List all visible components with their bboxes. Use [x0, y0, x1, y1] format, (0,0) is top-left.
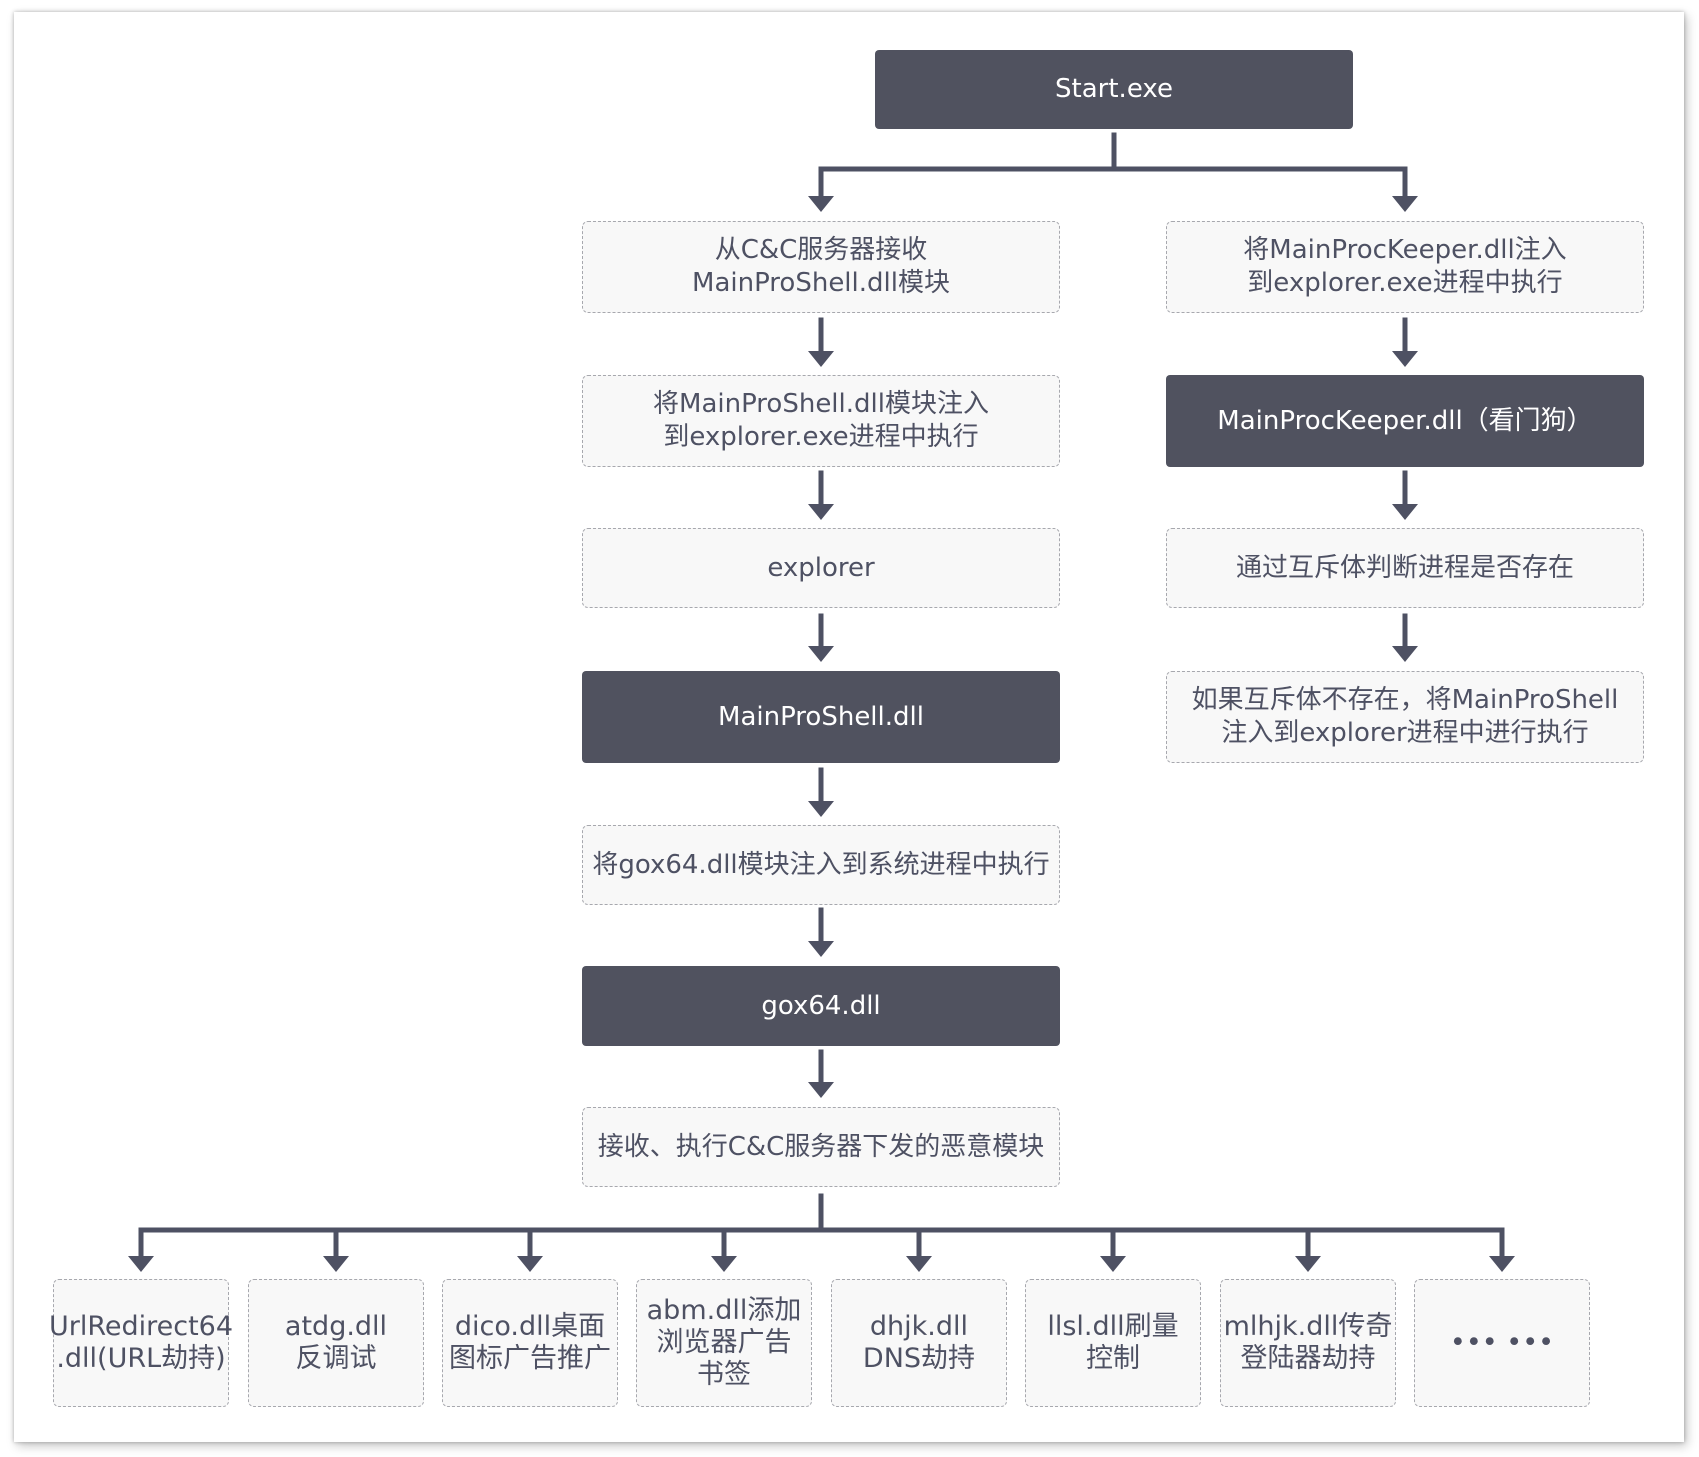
- module-urlredirect64: UrlRedirect64 .dll(URL劫持): [49, 1279, 233, 1407]
- node-inject-keeper: 将MainProcKeeper.dll注入 到explorer.exe进程中执行: [1166, 221, 1644, 313]
- arrow-head-icon: [517, 1256, 543, 1272]
- module-mlhjk: mlhjk.dll传奇 登陆器劫持: [1220, 1279, 1396, 1407]
- node-mutex-absent: 如果互斥体不存在，将MainProShell 注入到explorer进程中进行执…: [1166, 671, 1644, 763]
- arrow-head-icon: [1392, 196, 1418, 212]
- module-more: ••• •••: [1414, 1279, 1590, 1407]
- node-receive-mainproshell: 从C&C服务器接收 MainProShell.dll模块: [582, 221, 1060, 313]
- node-gox64-dll: gox64.dll: [582, 966, 1060, 1046]
- arrow-head-icon: [808, 646, 834, 662]
- module-dico: dico.dll桌面 图标广告推广: [442, 1279, 618, 1407]
- arrow-head-icon: [323, 1256, 349, 1272]
- arrow-head-icon: [1392, 351, 1418, 367]
- arrow-head-icon: [808, 801, 834, 817]
- node-inject-gox64: 将gox64.dll模块注入到系统进程中执行: [582, 825, 1060, 905]
- arrow-head-icon: [808, 196, 834, 212]
- node-execute-modules: 接收、执行C&C服务器下发的恶意模块: [582, 1107, 1060, 1187]
- arrow-head-icon: [128, 1256, 154, 1272]
- module-abm: abm.dll添加 浏览器广告 书签: [636, 1279, 812, 1407]
- node-mutex-check: 通过互斥体判断进程是否存在: [1166, 528, 1644, 608]
- module-atdg: atdg.dll 反调试: [248, 1279, 424, 1407]
- arrow-head-icon: [808, 504, 834, 520]
- node-keeper-dll: MainProcKeeper.dll（看门狗）: [1166, 375, 1644, 467]
- arrow-head-icon: [1295, 1256, 1321, 1272]
- arrow-head-icon: [1392, 504, 1418, 520]
- node-start-exe: Start.exe: [875, 50, 1353, 129]
- module-dhjk: dhjk.dll DNS劫持: [831, 1279, 1007, 1407]
- arrow-head-icon: [711, 1256, 737, 1272]
- arrow-head-icon: [906, 1256, 932, 1272]
- node-inject-mainproshell: 将MainProShell.dll模块注入 到explorer.exe进程中执行: [582, 375, 1060, 467]
- arrow-head-icon: [1392, 646, 1418, 662]
- arrow-head-icon: [808, 351, 834, 367]
- arrow-head-icon: [808, 941, 834, 957]
- node-explorer: explorer: [582, 528, 1060, 608]
- arrow-head-icon: [1100, 1256, 1126, 1272]
- node-mainproshell-dll: MainProShell.dll: [582, 671, 1060, 763]
- module-llsl: llsl.dll刷量 控制: [1025, 1279, 1201, 1407]
- arrow-head-icon: [1489, 1256, 1515, 1272]
- arrow-head-icon: [808, 1082, 834, 1098]
